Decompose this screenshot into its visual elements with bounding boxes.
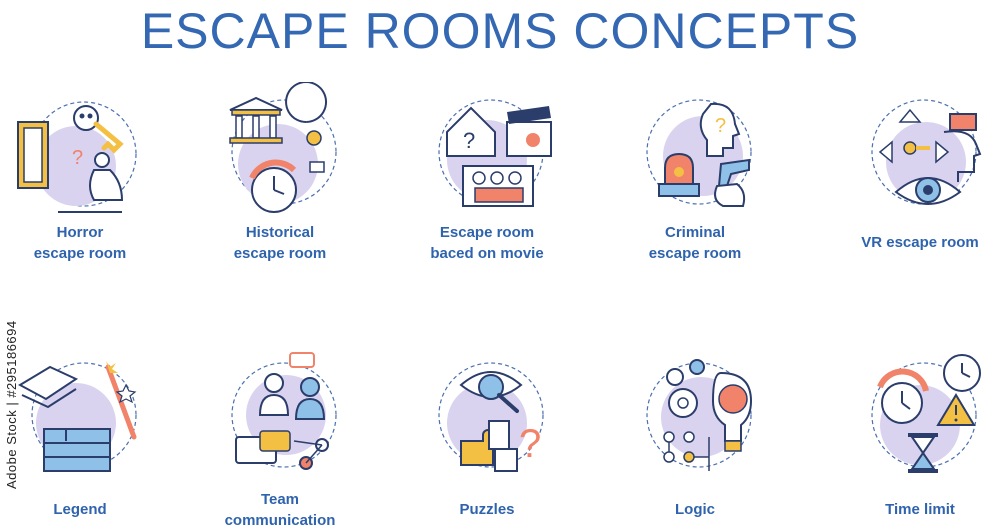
card-label: Time limit bbox=[885, 501, 955, 518]
card-label: VR escape room bbox=[861, 234, 979, 251]
horror-icon: ? bbox=[10, 82, 150, 222]
svg-text:?: ? bbox=[715, 115, 726, 137]
svg-text:?: ? bbox=[519, 422, 541, 466]
movie-icon: ? bbox=[417, 82, 557, 222]
card-label: Horror escape room bbox=[33, 224, 127, 262]
page-title: ESCAPE ROOMS CONCEPTS bbox=[140, 3, 860, 59]
team-communication-icon bbox=[210, 345, 350, 485]
vr-icon bbox=[850, 82, 990, 222]
legend-icon bbox=[10, 345, 150, 485]
card-label: Puzzles bbox=[459, 501, 515, 518]
card-time-limit: Time limit bbox=[840, 345, 1000, 520]
logic-icon bbox=[625, 345, 765, 485]
card-label: Logic bbox=[675, 501, 715, 518]
card-legend: Legend bbox=[0, 345, 160, 520]
criminal-icon: ? bbox=[625, 82, 765, 222]
card-horror: ? Horror escape room bbox=[0, 82, 160, 264]
svg-text:?: ? bbox=[72, 147, 83, 169]
card-logic: Logic bbox=[615, 345, 775, 520]
card-criminal: ? Criminal escape room bbox=[615, 82, 775, 264]
historical-icon bbox=[210, 82, 350, 222]
time-limit-icon bbox=[850, 345, 990, 485]
card-label: Team communication bbox=[224, 491, 336, 529]
card-team-communication: Team communication bbox=[200, 345, 360, 531]
card-vr: VR escape room bbox=[840, 82, 1000, 253]
card-label: Historical escape room bbox=[233, 224, 327, 262]
svg-text:?: ? bbox=[463, 128, 475, 153]
puzzles-icon: ? bbox=[417, 345, 557, 485]
card-historical: Historical escape room bbox=[200, 82, 360, 264]
card-movie: ? Escape room baced on movie bbox=[407, 82, 567, 264]
card-label: Criminal escape room bbox=[648, 224, 742, 262]
card-label: Legend bbox=[53, 501, 107, 518]
card-puzzles: ? Puzzles bbox=[407, 345, 567, 520]
card-label: Escape room baced on movie bbox=[430, 224, 544, 262]
